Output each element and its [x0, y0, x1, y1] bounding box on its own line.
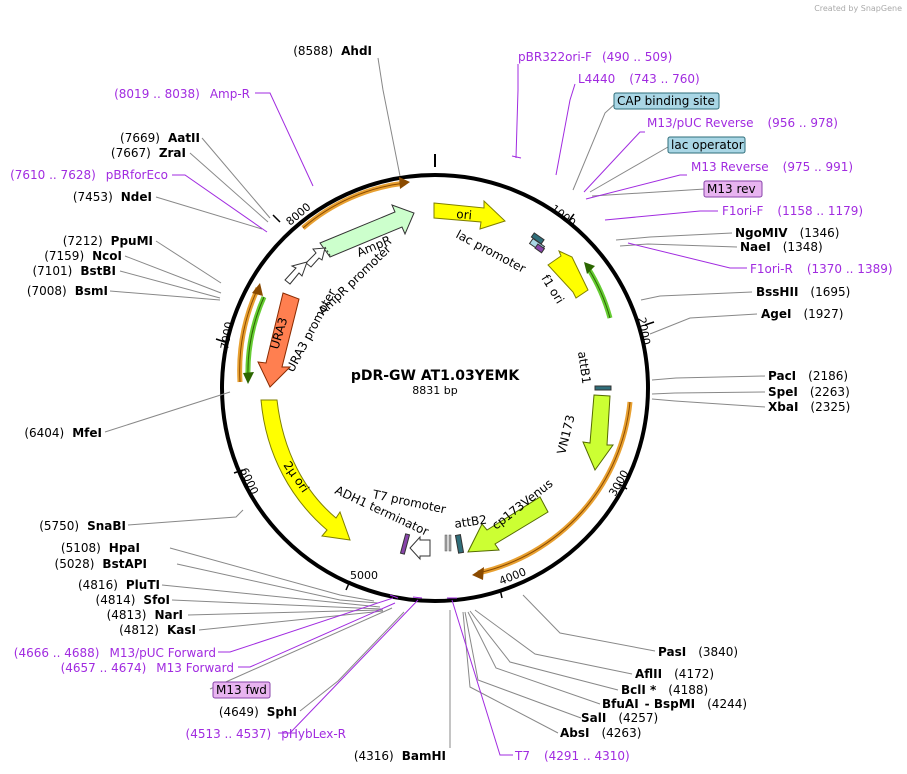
site-agei: AgeI(1927): [761, 307, 843, 321]
primer-t7: T7(4291 .. 4310): [514, 749, 630, 763]
primer-l4440: L4440(743 .. 760): [578, 72, 700, 86]
plasmid-backbone: [220, 173, 650, 603]
site-bcli: BclI *(4188): [621, 683, 708, 697]
site-ppumi: (7212)PpuMI: [63, 234, 153, 248]
site-kasi: (4812)KasI: [119, 623, 196, 637]
m13-rev-box: [703, 180, 763, 198]
site-hpai: (5108)HpaI: [61, 541, 140, 555]
small-mark-b: [448, 534, 452, 552]
site-mfei: (6404)MfeI: [24, 426, 102, 440]
ori-arrow[interactable]: [433, 199, 506, 230]
site-pluti: (4816)PluTI: [78, 578, 160, 592]
ura3-arrow[interactable]: [257, 292, 300, 388]
site-absi: AbsI(4263): [560, 726, 641, 740]
attb2-mark: [454, 534, 465, 554]
lac-region-marks: [528, 232, 546, 254]
site-pasi: PasI(3840): [658, 645, 738, 659]
f1-ori-arrow[interactable]: [547, 250, 589, 299]
vn173-arrow[interactable]: [582, 394, 614, 472]
primer-f1ori-r: F1ori-R(1370 .. 1389): [750, 262, 893, 276]
primer-labels: pBR322ori-F(490 .. 509) L4440(743 .. 760…: [10, 50, 892, 763]
plasmid-name: pDR-GW AT1.03YEMK: [351, 368, 521, 384]
site-ahdi: (8588)AhdI: [293, 44, 372, 58]
tick-label-7000: 7000: [218, 321, 236, 351]
attb1-label: attB1: [575, 350, 593, 384]
ura3-promoter-arrow[interactable]: [284, 261, 308, 285]
sites-left: (8588)AhdI (7669)AatII (7667)ZraI (7453)…: [24, 44, 446, 763]
site-bsshii: BssHII(1695): [756, 285, 850, 299]
primer-m13puc-reverse: M13/pUC Reverse(956 .. 978): [647, 116, 838, 130]
cp173venus-arrow[interactable]: [467, 496, 549, 553]
snapgene-watermark: Created by SnapGene: [814, 4, 902, 13]
adh1-terminator-arrow[interactable]: [409, 535, 431, 561]
site-sfoi: (4814)SfoI: [96, 593, 170, 607]
lac-operator-label: lac operator: [671, 138, 744, 152]
tick-label-5000: 5000: [350, 569, 378, 582]
primer-m13-forward: (4657 .. 4674)M13 Forward: [61, 661, 234, 675]
primer-phyblex-r: (4513 .. 4537)pHybLex-R: [186, 727, 346, 741]
primer-pbrforeco: (7610 .. 7628)pBRforEco: [10, 168, 168, 182]
primer-m13-reverse: M13 Reverse(975 .. 991): [691, 160, 853, 174]
vn173-label: VN173: [554, 413, 577, 455]
sites-right: NgoMIV(1346) NaeI(1348) BssHII(1695) Age…: [560, 226, 850, 740]
two-mu-ori-arrow[interactable]: [260, 399, 351, 541]
plasmid-length: 8831 bp: [412, 384, 457, 397]
outer-arrows: [237, 177, 633, 580]
tick-label-2000: 2000: [635, 316, 653, 346]
site-naei: NaeI(1348): [740, 240, 823, 254]
primer-lines: [172, 64, 747, 756]
ampr-promoter-arrow[interactable]: [305, 247, 326, 268]
site-bstbi: (7101)BstBI: [32, 264, 116, 278]
site-bfuai: BfuAI- BspMI(4244): [602, 697, 747, 711]
site-ncoi: (7159)NcoI: [44, 249, 122, 263]
lac-operator-box: [667, 136, 746, 154]
m13-fwd-box: [212, 681, 271, 699]
attb1-mark: [594, 385, 612, 391]
cap-binding-label: CAP binding site: [617, 94, 715, 108]
site-zrai: (7667)ZraI: [111, 146, 186, 160]
tick-label-6000: 6000: [237, 466, 261, 497]
small-mark-a: [444, 534, 448, 552]
m13-rev-label: M13 rev: [707, 182, 756, 196]
site-ngomiv: NgoMIV(1346): [735, 226, 839, 240]
site-aatii: (7669)AatII: [120, 131, 200, 145]
m13-fwd-label: M13 fwd: [216, 683, 267, 697]
site-bamhi: (4316)BamHI: [354, 749, 446, 763]
feature-boxes: CAP binding site lac operator M13 rev M1…: [212, 92, 763, 699]
site-bstapi: (5028)BstAPI: [55, 557, 147, 571]
tick-marks: [215, 213, 655, 599]
t7-promoter-mark: [399, 533, 411, 555]
site-snabi: (5750)SnaBI: [39, 519, 126, 533]
primer-amp-r: (8019 .. 8038)Amp-R: [114, 87, 250, 101]
ampr-arrow[interactable]: [319, 204, 415, 258]
site-paci: PacI(2186): [768, 369, 848, 383]
ori-label: ori: [456, 207, 473, 222]
site-aflii: AflII(4172): [635, 667, 714, 681]
attb2-label: attB2: [453, 513, 487, 531]
site-bsmi: (7008)BsmI: [27, 284, 108, 298]
site-spei: SpeI(2263): [768, 385, 850, 399]
cap-binding-box: [613, 92, 720, 110]
site-sali: SalI(4257): [581, 711, 658, 725]
site-nari: (4813)NarI: [107, 608, 183, 622]
site-ndei: (7453)NdeI: [73, 190, 152, 204]
lac-promoter-label: lac promoter: [454, 227, 528, 275]
site-xbai: XbaI(2325): [768, 400, 850, 414]
primer-f1ori-f: F1ori-F(1158 .. 1179): [722, 204, 863, 218]
primer-m13puc-forward: (4666 .. 4688)M13/pUC Forward: [14, 646, 216, 660]
leader-lines: [104, 57, 766, 748]
right-green-arrow: [585, 266, 613, 319]
primer-pbr322ori-f: pBR322ori-F(490 .. 509): [518, 50, 672, 64]
site-sphi: (4649)SphI: [219, 705, 297, 719]
